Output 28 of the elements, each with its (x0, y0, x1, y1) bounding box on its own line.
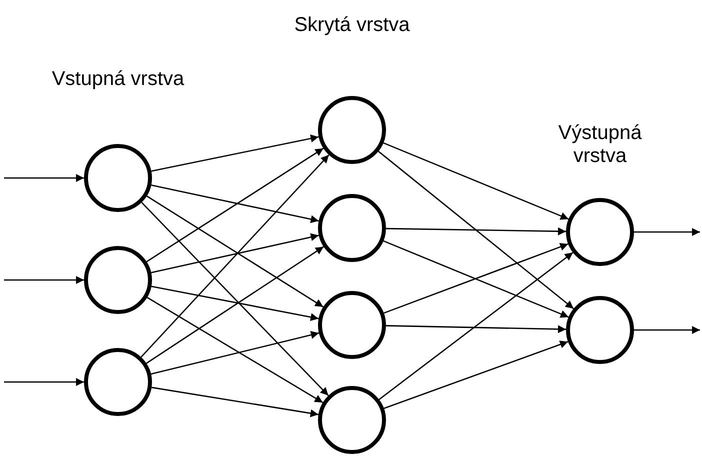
arrow (146, 246, 324, 364)
arrow (384, 340, 568, 410)
layer-label: Vstupná vrstva (50, 68, 186, 91)
arrow (634, 326, 700, 334)
neuron-circle (318, 386, 386, 454)
arrow (146, 148, 324, 262)
arrow (151, 286, 319, 321)
arrow (386, 325, 566, 334)
arrow (378, 252, 574, 400)
arrow (151, 386, 319, 418)
arrow (4, 378, 84, 386)
arrow (634, 228, 700, 236)
arrow (386, 227, 566, 236)
arrow (4, 276, 84, 284)
arrow (151, 233, 319, 274)
arrow (383, 142, 569, 220)
arrow (151, 134, 319, 172)
arrow (150, 331, 320, 375)
arrow (4, 174, 84, 182)
layer-label: Skrytá vrstva (293, 14, 411, 37)
arrow (151, 184, 319, 224)
arrow (146, 196, 324, 308)
arrow (140, 154, 330, 358)
arrow (146, 296, 324, 404)
arrow (378, 150, 574, 310)
layer-label: Výstupná vrstva (557, 122, 643, 168)
neuron-circle (318, 96, 386, 164)
arrow (141, 202, 329, 396)
